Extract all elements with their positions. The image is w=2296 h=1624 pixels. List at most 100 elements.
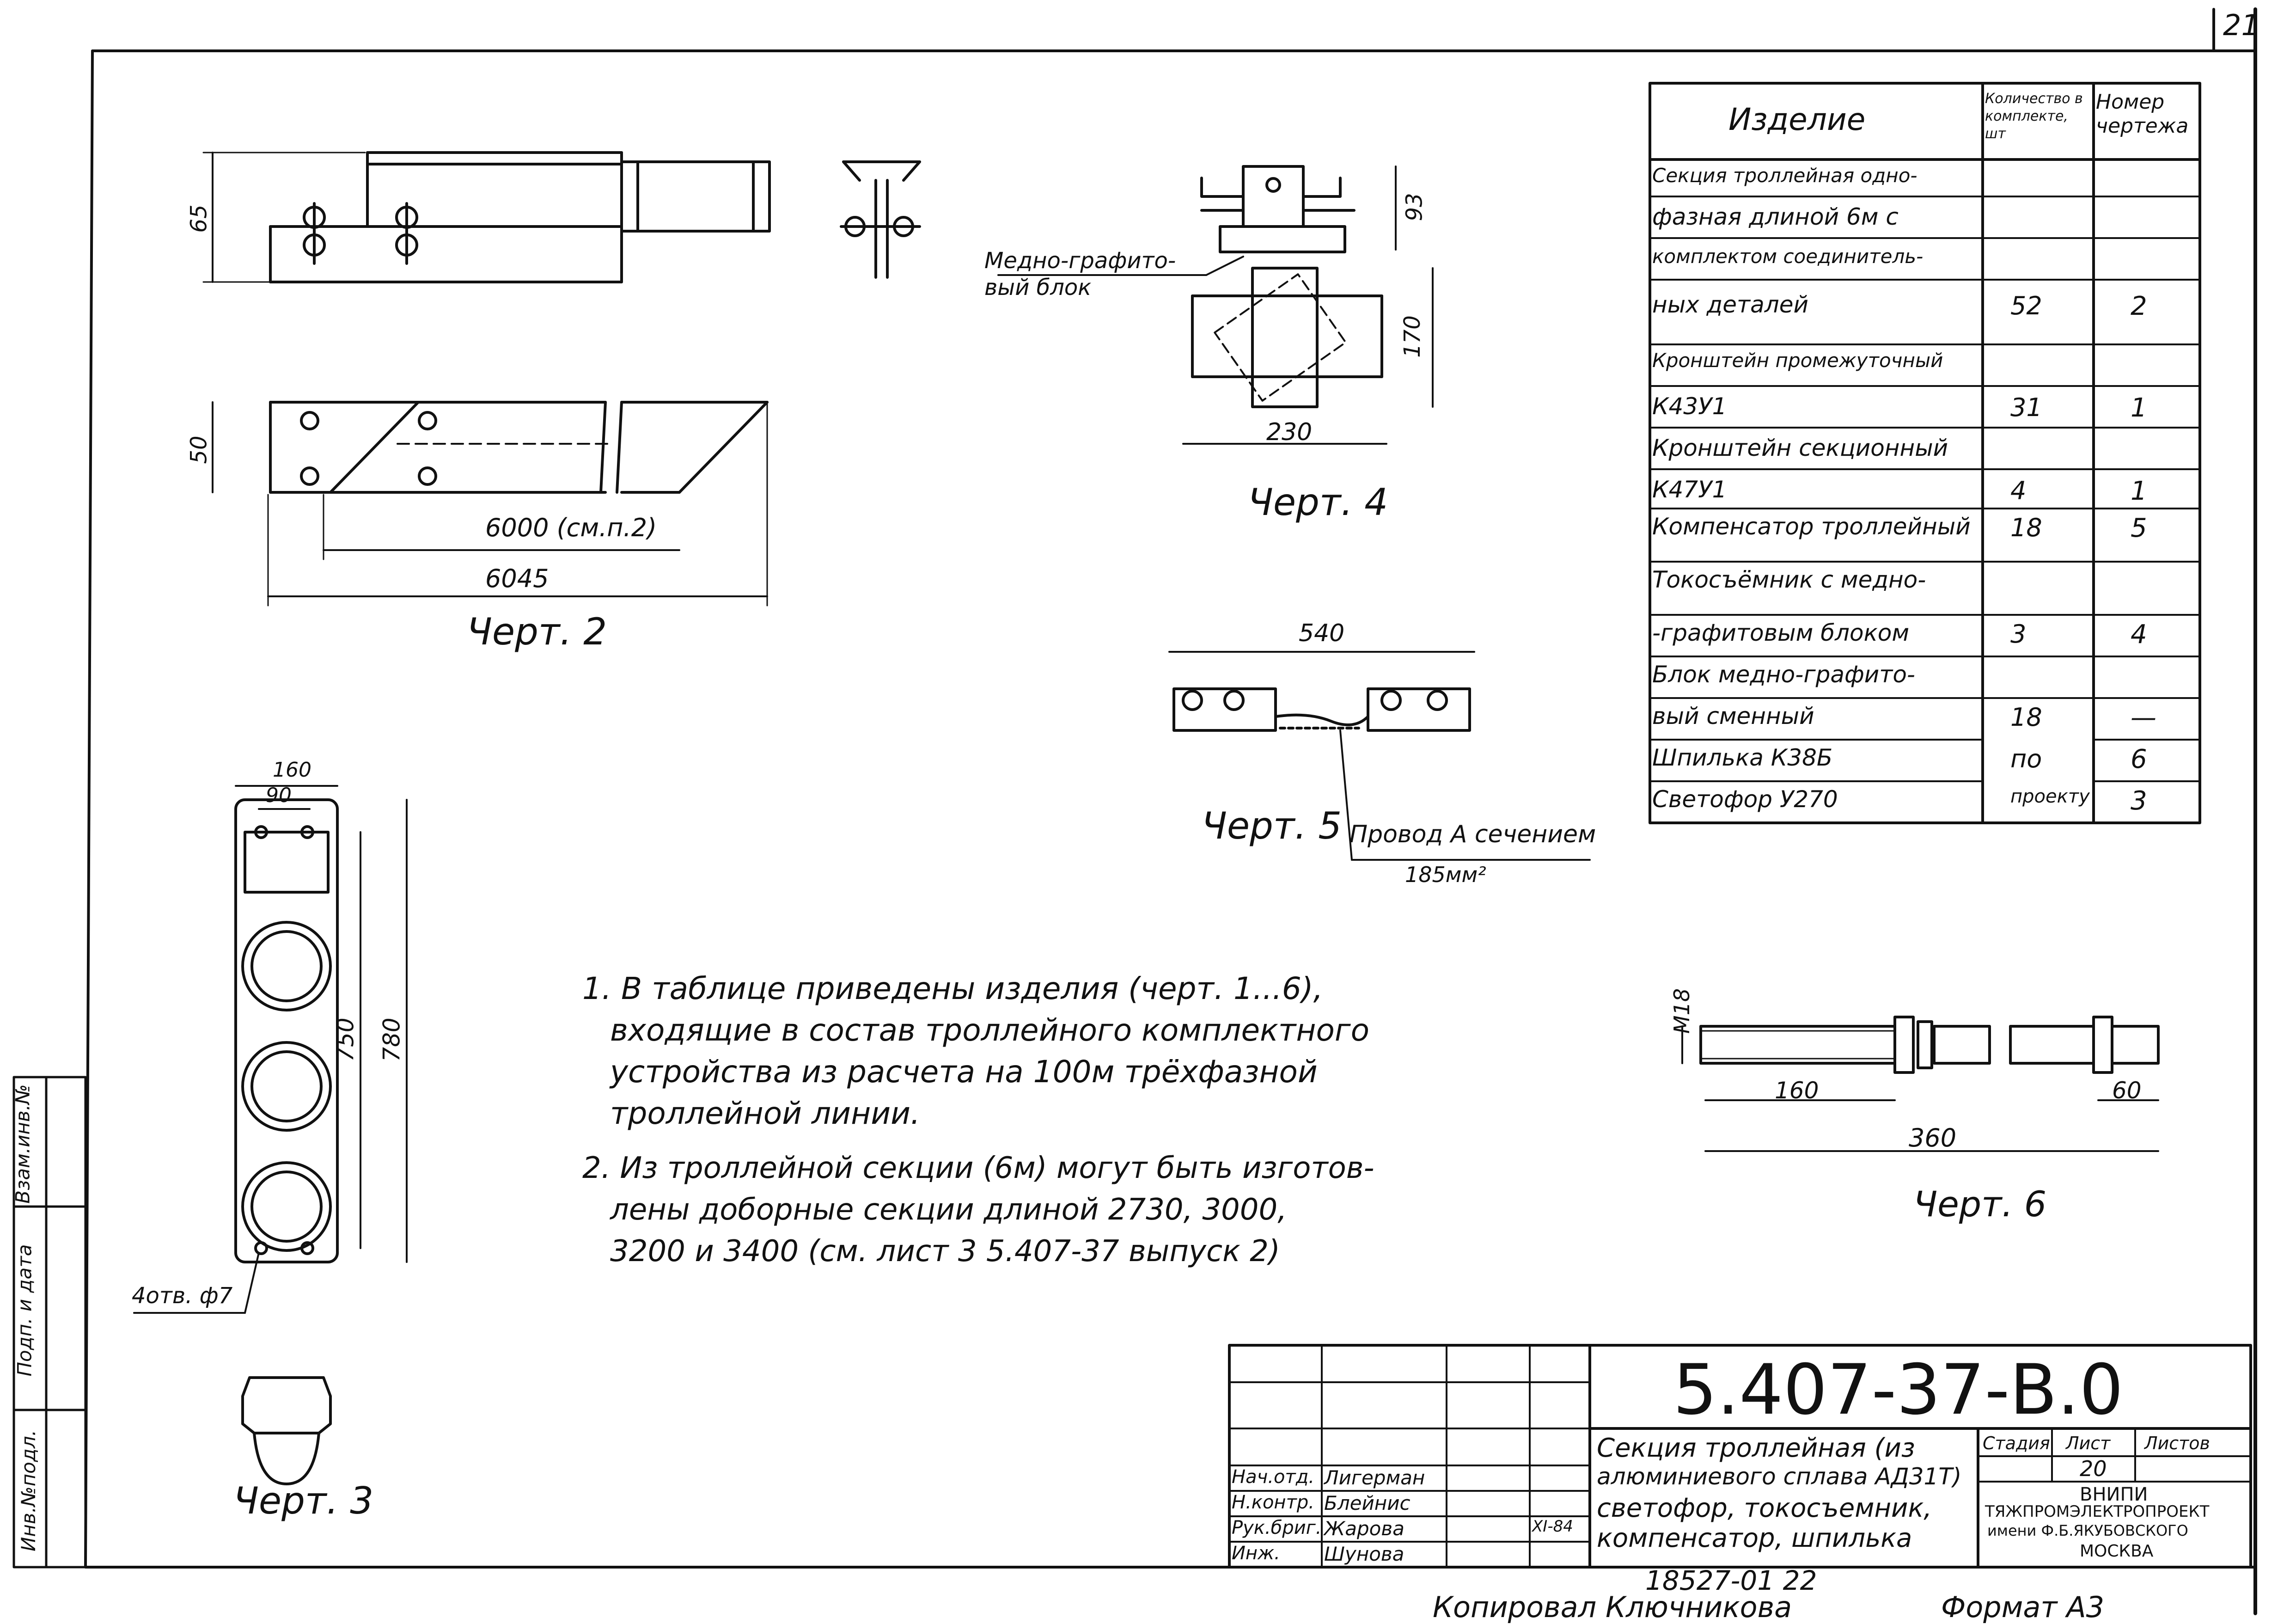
- table-cell-item: -графитовым блоком: [1652, 619, 1910, 646]
- table-cell-qty: 18: [2010, 703, 2042, 732]
- table-header-drawing: Номер чертежа: [2096, 90, 2189, 138]
- table-cell-item: К43У1: [1652, 393, 1727, 420]
- table-cell-item: Блок медно-графито-: [1652, 661, 1915, 688]
- table-cell-item: комплектом соединитель-: [1652, 245, 1924, 268]
- org-line: ТЯЖПРОМЭЛЕКТРОПРОЕКТ: [1985, 1502, 2210, 1521]
- table-cell-qty: 4: [2010, 476, 2027, 505]
- signer-date: XI-84: [1532, 1517, 1573, 1536]
- cherte6-dim-360: 360: [1909, 1123, 1957, 1152]
- cherte6-dim-60: 60: [2112, 1077, 2142, 1104]
- table-cell-drawing: 3: [2131, 786, 2147, 816]
- org-line: ВНИПИ: [2080, 1484, 2148, 1505]
- cherte4-dim-93: 93: [1401, 193, 1428, 221]
- table-header-qty: Количество в комплекте, шт: [1985, 91, 2083, 142]
- cherte6-drawing: [1681, 1016, 2160, 1152]
- signer-name: Жарова: [1324, 1517, 1404, 1540]
- cherte5-wire-section: 185мм²: [1405, 862, 1486, 887]
- table-cell-item: Компенсатор троллейный: [1652, 513, 1971, 540]
- signer-name: Блейнис: [1324, 1492, 1411, 1514]
- table-cell-drawing: 4: [2131, 619, 2147, 650]
- cherte4-label: Черт. 4: [1248, 481, 1388, 524]
- sheet-label: Лист: [2066, 1433, 2111, 1453]
- cherte5-dim-540: 540: [1299, 619, 1345, 647]
- cherte5-wire-note: Провод А сечением: [1350, 821, 1596, 848]
- cherte3-dim-w2: 90: [266, 784, 292, 807]
- note-line: устройства из расчета на 100м трёхфазной: [610, 1054, 1318, 1090]
- cherte3-dim-h1: 750: [332, 1017, 359, 1062]
- title-line: компенсатор, шпилька: [1597, 1523, 1912, 1553]
- side-stamp-box: [12, 1076, 87, 1569]
- cherte4-dim-170: 170: [1399, 315, 1425, 358]
- table-cell-item: вый сменный: [1652, 703, 1814, 729]
- cherte2-cross-section: [840, 160, 921, 279]
- side-stamp-replace: Взам.инв.№: [11, 1084, 34, 1204]
- note-line: 3200 и 3400 (см. лист 3 5.407-37 выпуск …: [610, 1234, 1280, 1269]
- cherte6-thread: М18: [1669, 988, 1695, 1034]
- title-line: Секция троллейная (из: [1597, 1433, 1915, 1463]
- note-line: 2. Из троллейной секции (6м) могут быть …: [582, 1151, 1374, 1185]
- page-number: 21: [2223, 8, 2259, 42]
- table-cell-item: Токосъёмник с медно-: [1652, 566, 1926, 593]
- order-number: 18527-01 22: [1645, 1565, 1817, 1596]
- signer-role: Инж.: [1232, 1543, 1280, 1564]
- cherte6-label: Черт. 6: [1913, 1183, 2047, 1225]
- title-block-grid: [1228, 1344, 2252, 1569]
- side-stamp-inv: Инв.№подл.: [17, 1429, 40, 1552]
- sheet-format: Формат А3: [1941, 1590, 2105, 1624]
- table-cell-drawing: 1: [2131, 476, 2147, 506]
- table-cell-item: К47У1: [1652, 476, 1727, 503]
- table-cell-item: Светофор У270: [1652, 786, 1838, 813]
- copied-by: Копировал Ключникова: [1433, 1590, 1792, 1624]
- cherte3-dim-w1: 160: [273, 758, 311, 782]
- table-cell-item: фазная длиной 6м с: [1652, 203, 1899, 230]
- cherte4-dim-230: 230: [1266, 418, 1313, 446]
- cherte3-drawing: [133, 785, 408, 1485]
- product-table-grid: [1649, 82, 2201, 824]
- table-cell-qty: 31: [2010, 393, 2042, 422]
- table-cell-qty: 3: [2010, 619, 2027, 649]
- org-line: имени Ф.Б.ЯКУБОВСКОГО: [1987, 1522, 2188, 1539]
- org-line: МОСКВА: [2080, 1542, 2154, 1561]
- table-cell-drawing: 1: [2131, 393, 2147, 423]
- cherte3-label: Черт. 3: [233, 1479, 374, 1522]
- table-cell-qty: проекту: [2010, 786, 2090, 807]
- cherte2-plan-view: [212, 401, 769, 607]
- table-cell-item: ных деталей: [1652, 291, 1808, 318]
- cherte2-dim-length: 6000 (см.п.2): [485, 513, 657, 542]
- table-cell-qty: 52: [2010, 291, 2042, 320]
- cherte2-drawing: [202, 151, 771, 283]
- sheet-value: 20: [2080, 1456, 2107, 1481]
- cherte3-dim-h2: 780: [378, 1017, 405, 1062]
- doc-code: 5.407-37-В.0: [1673, 1350, 2124, 1430]
- signer-name: Шунова: [1324, 1543, 1404, 1565]
- table-cell-qty: 18: [2010, 513, 2042, 542]
- table-cell-qty: по: [2010, 744, 2042, 773]
- signer-role: Н.контр.: [1232, 1492, 1314, 1513]
- note-line: входящие в состав троллейного комплектно…: [610, 1012, 1369, 1048]
- table-header-item: Изделие: [1728, 102, 1866, 137]
- cherte3-holes: 4отв. ф7: [132, 1283, 233, 1309]
- cherte2-label: Черт. 2: [467, 610, 607, 653]
- title-line: светофор, токосъемник,: [1597, 1493, 1932, 1523]
- cherte6-dim-160: 160: [1775, 1077, 1819, 1104]
- note-line: 1. В таблице приведены изделия (черт. 1.…: [582, 971, 1323, 1006]
- note-line: троллейной линии.: [610, 1096, 920, 1131]
- cherte4-callout: Медно-графито- вый блок: [984, 248, 1176, 300]
- table-cell-item: Секция троллейная одно-: [1652, 164, 1917, 187]
- cherte4-drawing: [997, 165, 1434, 445]
- cherte2-dim-width: 50: [186, 435, 212, 464]
- cherte5-drawing: [1168, 651, 1591, 861]
- signer-role: Нач.отд.: [1232, 1466, 1315, 1488]
- cherte2-dim-total: 6045: [485, 564, 549, 593]
- cherte2-dim-height: 65: [186, 204, 212, 233]
- table-cell-drawing: 5: [2131, 513, 2147, 543]
- table-cell-item: Шпилька К38Б: [1652, 744, 1833, 771]
- title-line: алюминиевого сплава АД31Т): [1597, 1463, 1962, 1490]
- table-cell-drawing: 2: [2131, 291, 2147, 321]
- note-line: лены доборные секции длиной 2730, 3000,: [610, 1193, 1287, 1227]
- table-cell-drawing: —: [2131, 703, 2156, 733]
- sheets-label: Листов: [2144, 1433, 2210, 1453]
- table-cell-item: Кронштейн секционный: [1652, 435, 1948, 461]
- table-cell-drawing: 6: [2131, 744, 2147, 774]
